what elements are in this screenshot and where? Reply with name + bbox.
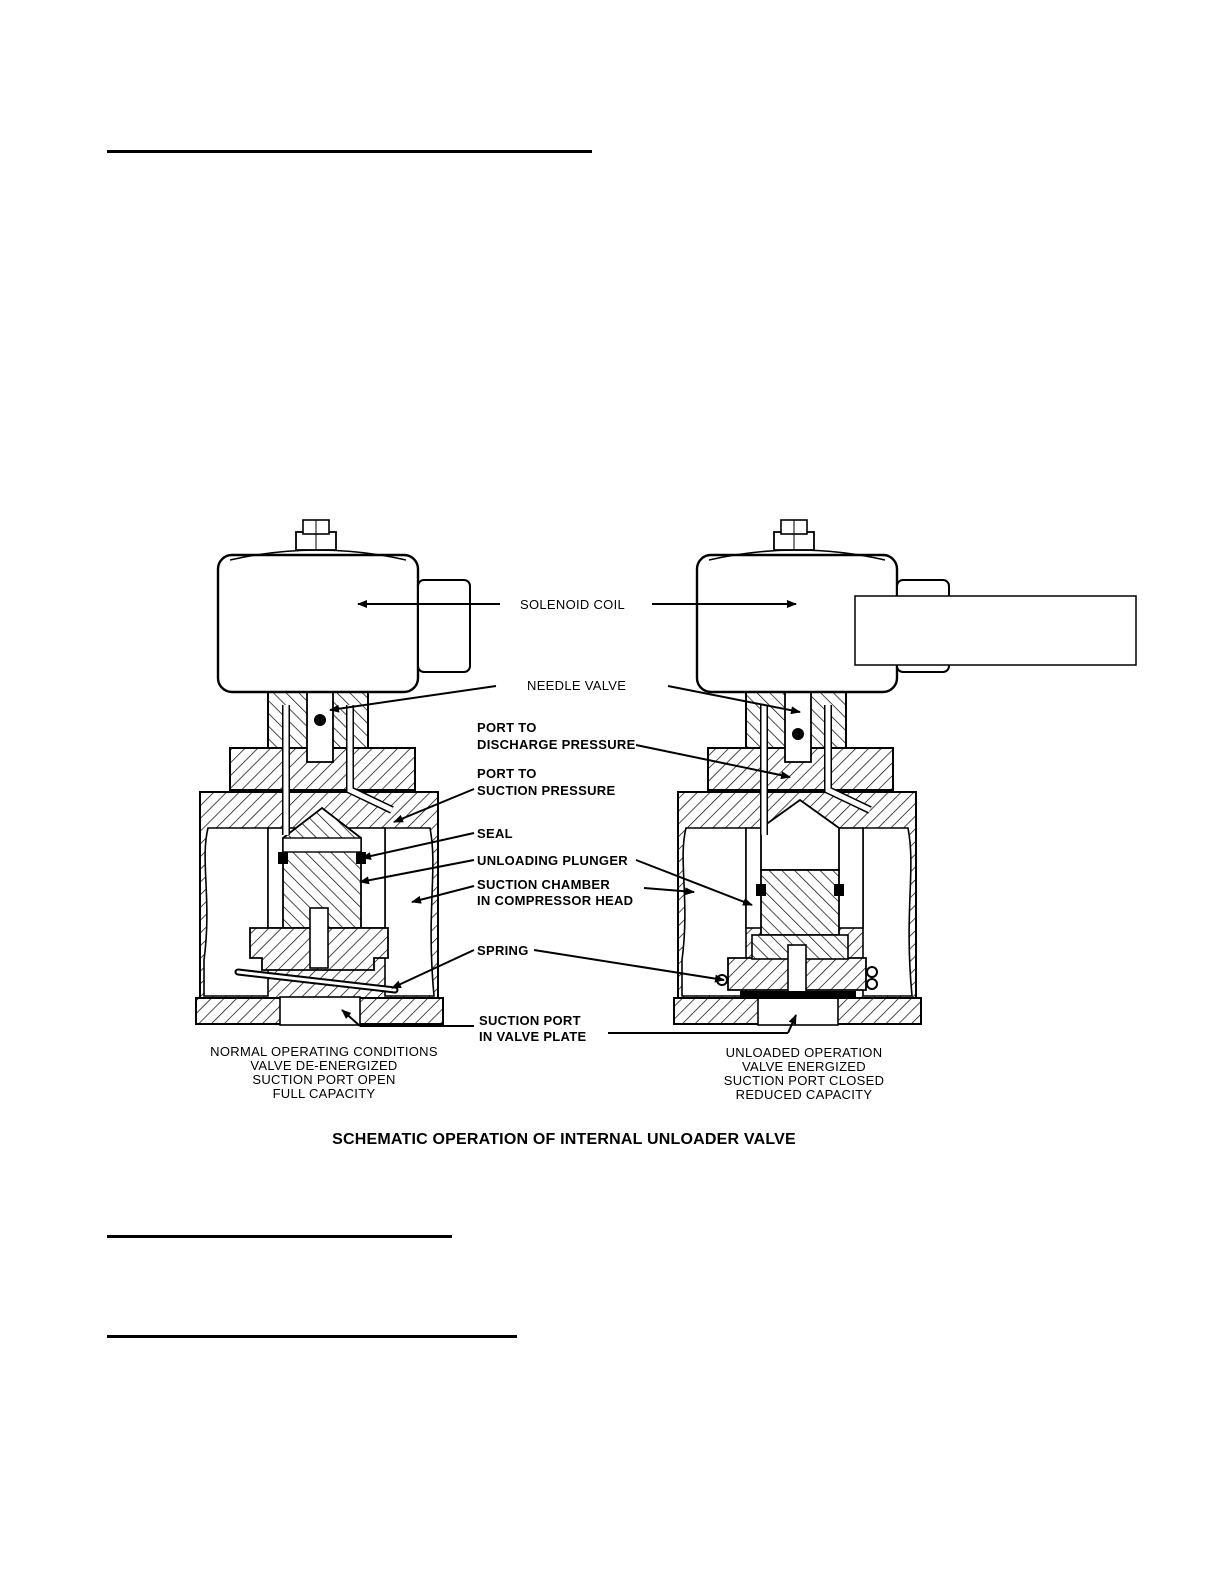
label-port-suction-line1: PORT TO (477, 766, 537, 781)
left-suction-port (279, 996, 361, 1026)
label-seal: SEAL (477, 826, 513, 841)
caption-left-line1: NORMAL OPERATING CONDITIONS (210, 1044, 438, 1059)
left-valve-drawing (195, 519, 471, 1026)
caption-left: NORMAL OPERATING CONDITIONS VALVE DE-ENE… (210, 1044, 438, 1101)
heading-rule-top (107, 150, 592, 153)
blank-annotation-box (854, 595, 1137, 666)
right-seal-left (756, 884, 766, 896)
label-needle-valve: NEEDLE VALVE (527, 678, 626, 693)
caption-right-line4: REDUCED CAPACITY (736, 1087, 873, 1102)
label-suction-chamber-line1: SUCTION CHAMBER (477, 877, 610, 892)
left-seal-right (356, 852, 366, 864)
label-spring: SPRING (477, 943, 529, 958)
right-valve-drawing (673, 519, 950, 1026)
label-port-discharge-line2: DISCHARGE PRESSURE (477, 737, 636, 752)
heading-rule-middle (107, 1235, 452, 1238)
label-port-discharge-line1: PORT TO (477, 720, 537, 735)
right-unloading-plunger (760, 798, 840, 871)
caption-left-line3: SUCTION PORT OPEN (252, 1072, 395, 1087)
caption-right: UNLOADED OPERATION VALVE ENERGIZED SUCTI… (724, 1045, 885, 1102)
leader-lines (329, 600, 801, 1034)
diagram-title: SCHEMATIC OPERATION OF INTERNAL UNLOADER… (332, 1131, 796, 1148)
caption-right-line3: SUCTION PORT CLOSED (724, 1073, 885, 1088)
right-suction-port (757, 996, 839, 1026)
label-port-suction-line2: SUCTION PRESSURE (477, 783, 615, 798)
label-suction-port-line2: IN VALVE PLATE (479, 1029, 587, 1044)
caption-left-line4: FULL CAPACITY (273, 1086, 376, 1101)
label-suction-port-line1: SUCTION PORT (479, 1013, 581, 1028)
heading-rule-bottom (107, 1335, 517, 1338)
right-seal-right (834, 884, 844, 896)
caption-left-line2: VALVE DE-ENERGIZED (250, 1058, 397, 1073)
left-solenoid-coil (216, 553, 420, 694)
label-unloading-plunger: UNLOADING PLUNGER (477, 853, 628, 868)
label-suction-chamber-line2: IN COMPRESSOR HEAD (477, 893, 633, 908)
caption-right-line1: UNLOADED OPERATION (726, 1045, 883, 1060)
caption-right-line2: VALVE ENERGIZED (742, 1059, 866, 1074)
label-solenoid-coil: SOLENOID COIL (520, 597, 625, 612)
left-seal-left (278, 852, 288, 864)
